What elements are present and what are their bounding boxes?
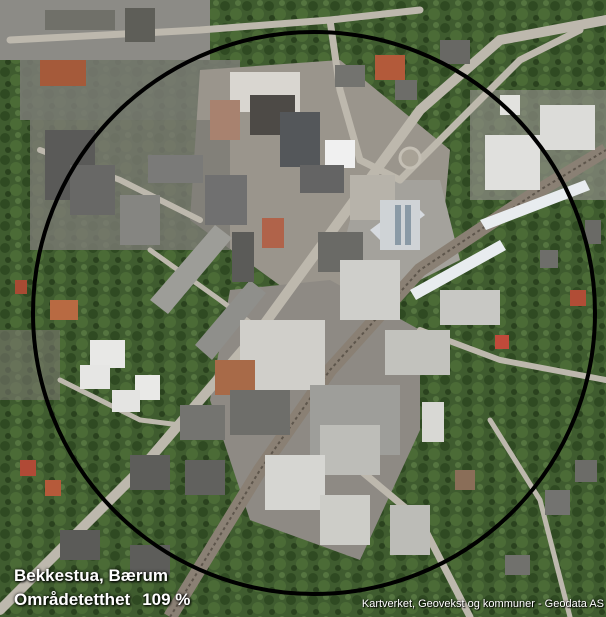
- density-value: 109 %: [142, 590, 191, 609]
- density-readout: Områdetetthet 109 %: [14, 590, 190, 610]
- density-label: Områdetetthet: [14, 590, 131, 609]
- analysis-radius-circle: [31, 30, 597, 596]
- buildings: [15, 8, 601, 575]
- place-name: Bekkestua, Bærum: [14, 566, 169, 585]
- bus-terminal: [350, 175, 420, 250]
- roundabout: [398, 146, 422, 170]
- map-attribution: Kartverket, Geovekst og kommuner - Geoda…: [361, 598, 604, 610]
